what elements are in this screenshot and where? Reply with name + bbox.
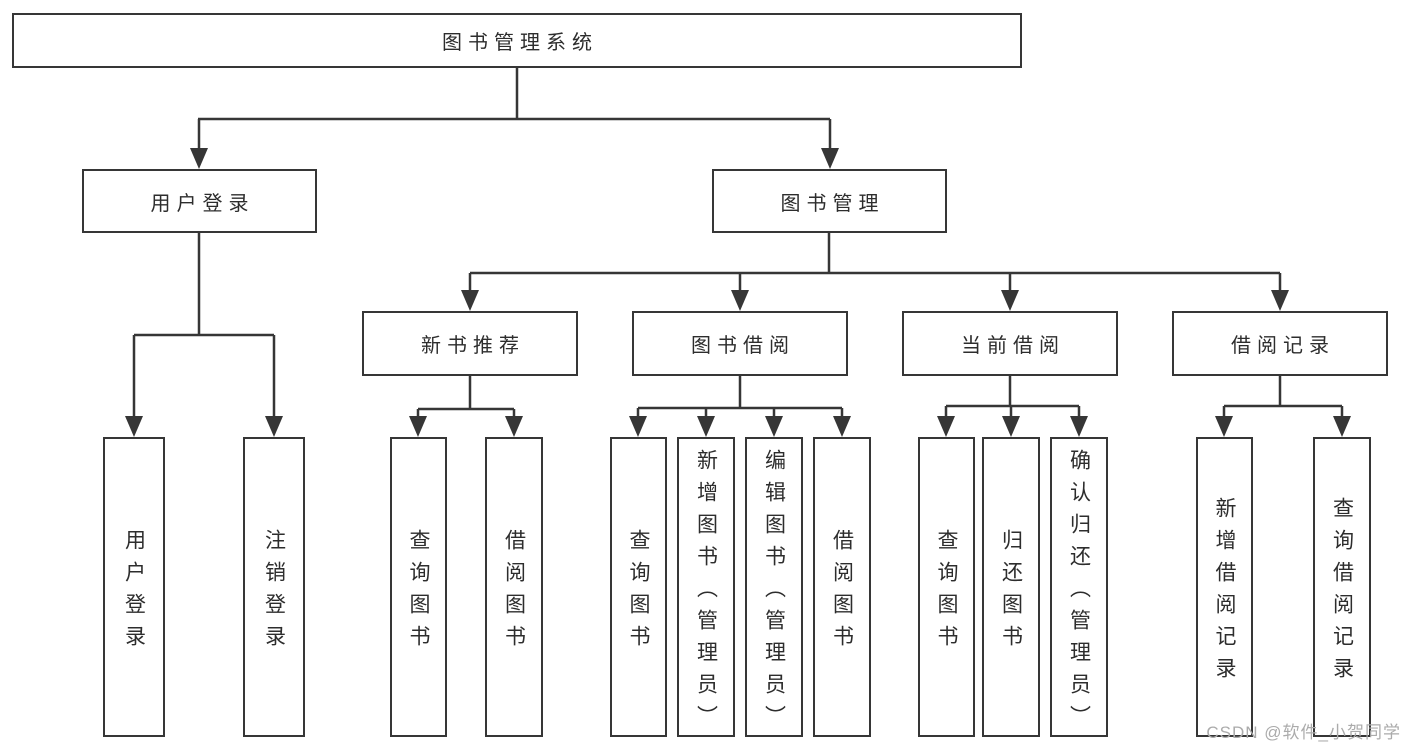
node-new-book-recommend: 新书推荐 bbox=[362, 311, 578, 376]
leaf-query-borrow-record-label: 查询借阅记录 bbox=[1330, 496, 1354, 689]
node-current-borrowing: 当前借阅 bbox=[902, 311, 1118, 376]
leaf-user-login: 用户登录 bbox=[103, 437, 165, 737]
node-book-borrowing: 图书借阅 bbox=[632, 311, 848, 376]
node-user-login-label: 用户登录 bbox=[150, 192, 255, 215]
leaf-borrow-books-label: 借阅图书 bbox=[830, 528, 854, 657]
leaf-recommend-borrow-books-label: 借阅图书 bbox=[502, 528, 526, 657]
leaf-confirm-return-admin: 确认归还（管理员） bbox=[1050, 437, 1108, 737]
node-borrowing-records-label: 借阅记录 bbox=[1231, 335, 1335, 357]
node-book-management: 图书管理 bbox=[712, 169, 947, 233]
leaf-edit-books-admin-label: 编辑图书（管理员） bbox=[762, 448, 786, 737]
leaf-confirm-return-admin-label: 确认归还（管理员） bbox=[1067, 448, 1091, 737]
leaf-add-books-admin-label: 新增图书（管理员） bbox=[694, 448, 718, 737]
leaf-borrow-query-books-label: 查询图书 bbox=[627, 528, 650, 657]
leaf-current-query-books: 查询图书 bbox=[918, 437, 975, 737]
leaf-add-borrow-record-label: 新增借阅记录 bbox=[1213, 496, 1236, 689]
leaf-borrow-query-books: 查询图书 bbox=[610, 437, 667, 737]
leaf-current-query-books-label: 查询图书 bbox=[935, 528, 958, 657]
arrowheads bbox=[125, 148, 1351, 437]
node-root-system-label: 图书管理系统 bbox=[442, 32, 598, 54]
connector-path bbox=[132, 68, 1344, 420]
leaf-logout-label: 注销登录 bbox=[262, 528, 286, 657]
watermark: CSDN @软件_小贺同学 bbox=[1206, 723, 1401, 742]
node-book-borrowing-label: 图书借阅 bbox=[691, 335, 795, 357]
leaf-add-borrow-record: 新增借阅记录 bbox=[1196, 437, 1253, 737]
leaf-query-borrow-record: 查询借阅记录 bbox=[1313, 437, 1371, 737]
leaf-return-books: 归还图书 bbox=[982, 437, 1040, 737]
node-current-borrowing-label: 当前借阅 bbox=[961, 335, 1065, 357]
leaf-borrow-books: 借阅图书 bbox=[813, 437, 871, 737]
node-borrowing-records: 借阅记录 bbox=[1172, 311, 1388, 376]
leaf-edit-books-admin: 编辑图书（管理员） bbox=[745, 437, 803, 737]
node-root-system: 图书管理系统 bbox=[12, 13, 1022, 68]
node-user-login: 用户登录 bbox=[82, 169, 317, 233]
leaf-add-books-admin: 新增图书（管理员） bbox=[677, 437, 735, 737]
leaf-recommend-query-books: 查询图书 bbox=[390, 437, 447, 737]
leaf-recommend-query-books-label: 查询图书 bbox=[407, 528, 430, 657]
leaf-logout: 注销登录 bbox=[243, 437, 305, 737]
node-book-management-label: 图书管理 bbox=[780, 192, 885, 215]
leaf-return-books-label: 归还图书 bbox=[999, 528, 1023, 657]
node-new-book-recommend-label: 新书推荐 bbox=[421, 335, 525, 357]
leaf-recommend-borrow-books: 借阅图书 bbox=[485, 437, 543, 737]
leaf-user-login-label: 用户登录 bbox=[122, 528, 146, 657]
